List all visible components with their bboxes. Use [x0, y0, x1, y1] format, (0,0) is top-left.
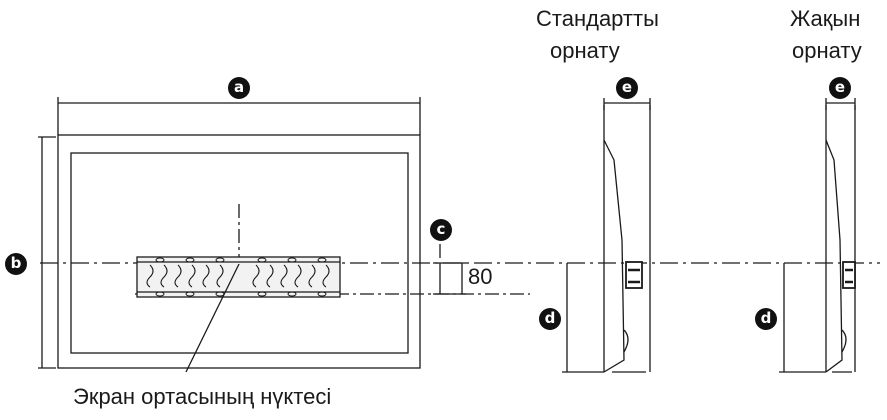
wall-bracket-front	[136, 256, 341, 298]
marker-b-badge: b	[5, 253, 27, 275]
close-mount-title-line1: Жақын	[790, 6, 861, 31]
screen-center-point-label: Экран ортасының нүктесі	[73, 384, 332, 409]
dimension-80-label: 80	[468, 264, 493, 289]
dimension-b-line	[38, 136, 56, 369]
marker-d-standard-badge: d	[539, 308, 561, 330]
dimension-a-line	[57, 97, 421, 135]
dimension-d-close-line	[779, 263, 826, 373]
marker-d-close-badge: d	[755, 308, 777, 330]
tv-front-screen	[70, 152, 409, 354]
standard-mount-side-view	[603, 98, 651, 373]
tv-front-outer-frame	[57, 134, 421, 369]
standard-mount-title-line1: Стандартты	[536, 6, 659, 31]
marker-e-standard-badge: e	[616, 77, 638, 99]
dimension-d-standard-line	[562, 263, 604, 373]
marker-c-badge: c	[430, 219, 452, 241]
standard-mount-title-line2: орнату	[550, 38, 620, 63]
close-mount-title-line2: орнату	[792, 38, 862, 63]
close-mount-side-view	[825, 98, 856, 373]
marker-e-close-badge: e	[829, 77, 851, 99]
center-point-leader	[185, 263, 240, 373]
marker-a-badge: a	[228, 77, 250, 99]
dimension-c-line	[433, 244, 466, 295]
